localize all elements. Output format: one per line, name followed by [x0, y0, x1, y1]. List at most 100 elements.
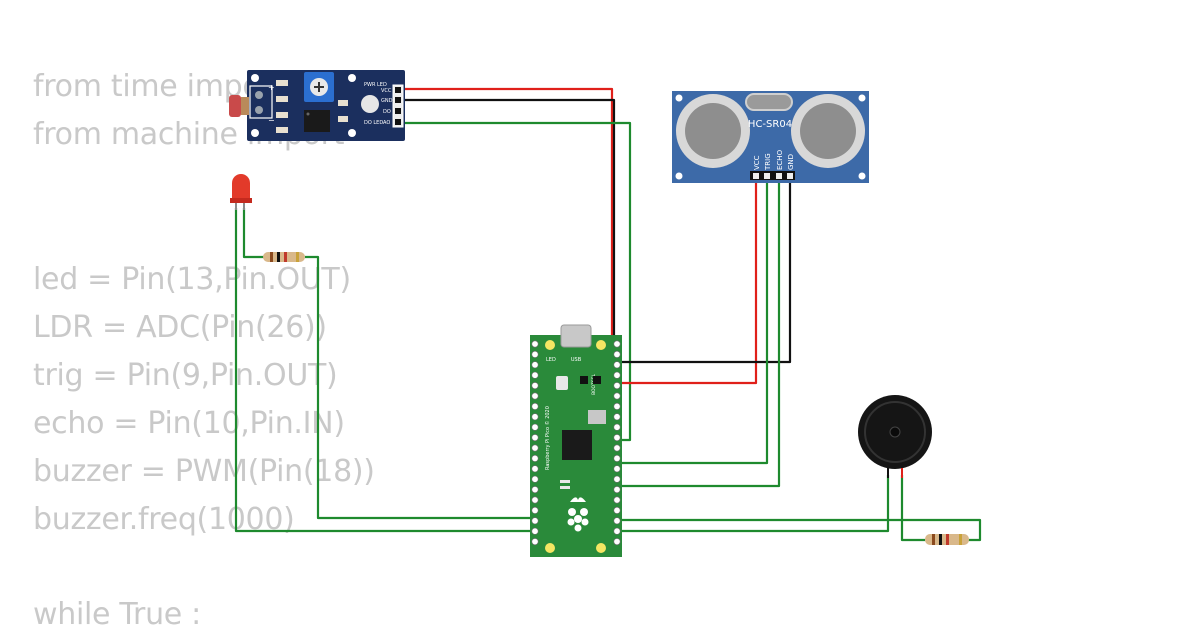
wire-us-vcc[interactable]: [612, 180, 758, 385]
led-body: [232, 174, 250, 200]
pico-pin[interactable]: [531, 402, 539, 410]
raspberry-pi-pico[interactable]: USB LED BOOTSEL Raspberry Pi Pico © 2020: [530, 324, 622, 557]
bootsel-button[interactable]: [556, 376, 568, 390]
pico-pin[interactable]: [531, 350, 539, 358]
mount-hole: [348, 129, 356, 137]
pin-header: [392, 84, 404, 128]
raspberry-logo-icon: [567, 497, 589, 532]
wire-led-resistor[interactable]: [305, 255, 533, 520]
wire-us-gnd[interactable]: [612, 180, 792, 364]
test-pad: [560, 486, 570, 489]
mount-hole: [251, 129, 259, 137]
pico-pin[interactable]: [613, 361, 621, 369]
pico-pin[interactable]: [613, 350, 621, 358]
flash-chip: [588, 410, 606, 424]
resistor-band: [296, 252, 299, 262]
pico-pin[interactable]: [531, 538, 539, 546]
pico-pin[interactable]: [531, 434, 539, 442]
crystal-oscillator: [745, 93, 793, 111]
pwr-led-label: PWR LED: [364, 82, 387, 88]
pin-header: [750, 171, 795, 180]
mount-hole: [858, 172, 866, 180]
pin-label-gnd: GND: [381, 98, 393, 104]
pico-pin[interactable]: [613, 402, 621, 410]
piezo-buzzer[interactable]: [858, 395, 932, 478]
pin[interactable]: [753, 173, 759, 179]
pico-pin[interactable]: [613, 486, 621, 494]
pico-pin[interactable]: [531, 486, 539, 494]
header-pin: [255, 91, 263, 99]
pico-pin[interactable]: [613, 465, 621, 473]
smd-component: [338, 100, 348, 106]
pico-pin[interactable]: [531, 340, 539, 348]
pico-pin[interactable]: [613, 371, 621, 379]
pin[interactable]: [395, 97, 401, 103]
pico-pin[interactable]: [613, 506, 621, 514]
wire-buzzer-neg[interactable]: [612, 475, 890, 533]
pin-label-ao: AO: [383, 120, 390, 126]
resistor-buzzer[interactable]: [925, 534, 969, 545]
red-led[interactable]: [230, 174, 252, 210]
usb-port[interactable]: [560, 324, 592, 348]
pico-pin[interactable]: [613, 444, 621, 452]
pico-pin[interactable]: [531, 527, 539, 535]
pin[interactable]: [776, 173, 782, 179]
pico-pin[interactable]: [531, 454, 539, 462]
smd-component: [276, 112, 288, 118]
wire-buzzer-resistor[interactable]: [612, 518, 982, 542]
smd-component: [276, 127, 288, 133]
pin[interactable]: [395, 119, 401, 125]
pico-pin[interactable]: [531, 413, 539, 421]
pico-pin[interactable]: [613, 392, 621, 400]
wire-ldr-vcc[interactable]: [400, 87, 614, 383]
pico-pin[interactable]: [613, 413, 621, 421]
mount-hole: [675, 94, 683, 102]
pin[interactable]: [764, 173, 770, 179]
ldr-module-board: [247, 70, 405, 141]
pico-pin[interactable]: [531, 517, 539, 525]
pico-pin[interactable]: [531, 475, 539, 483]
pin-label-vcc: VCC: [753, 155, 761, 170]
pico-pin[interactable]: [531, 392, 539, 400]
pico-pin[interactable]: [531, 465, 539, 473]
wire-led-anode[interactable]: [242, 208, 265, 259]
pico-pin[interactable]: [531, 496, 539, 504]
resistor-led[interactable]: [263, 252, 305, 262]
pico-pin[interactable]: [613, 434, 621, 442]
wire-buzzer-pos[interactable]: [900, 475, 925, 542]
brand-label: Raspberry Pi Pico © 2020: [544, 406, 551, 470]
pico-pin[interactable]: [613, 527, 621, 535]
pico-pin[interactable]: [613, 340, 621, 348]
pico-pin[interactable]: [531, 371, 539, 379]
resistor-band: [270, 252, 273, 262]
pico-pin[interactable]: [613, 517, 621, 525]
wire-us-echo[interactable]: [612, 180, 781, 488]
pico-pin[interactable]: [613, 538, 621, 546]
pin[interactable]: [395, 87, 401, 93]
mount-hole: [251, 74, 259, 82]
pico-pin[interactable]: [531, 361, 539, 369]
pico-pin[interactable]: [531, 506, 539, 514]
pico-pin[interactable]: [531, 444, 539, 452]
pico-pins-right: [613, 340, 621, 546]
mount-hole: [348, 74, 356, 82]
pico-pin[interactable]: [613, 496, 621, 504]
pin-label-do: DO: [383, 109, 391, 115]
wire-led-cathode[interactable]: [234, 208, 533, 533]
ultrasonic-sensor[interactable]: HC-SR04 VCC TRIG ECHO GND: [672, 91, 869, 183]
do-led-label: DO LED: [364, 120, 383, 126]
buzzer-hole: [889, 426, 901, 438]
wire-ldr-gnd[interactable]: [400, 98, 616, 372]
pico-pin[interactable]: [613, 382, 621, 390]
pin[interactable]: [395, 108, 401, 114]
ldr-module[interactable]: + − PWR LED DO LED VCC GND DO AO: [229, 70, 405, 141]
pico-pin[interactable]: [613, 454, 621, 462]
resistor-band: [959, 534, 962, 545]
pico-pin[interactable]: [613, 423, 621, 431]
wire-us-trig[interactable]: [612, 180, 769, 465]
pico-pin[interactable]: [531, 382, 539, 390]
pin[interactable]: [787, 173, 793, 179]
comparator-chip: [304, 110, 330, 132]
pico-pin[interactable]: [613, 475, 621, 483]
pico-pin[interactable]: [531, 423, 539, 431]
